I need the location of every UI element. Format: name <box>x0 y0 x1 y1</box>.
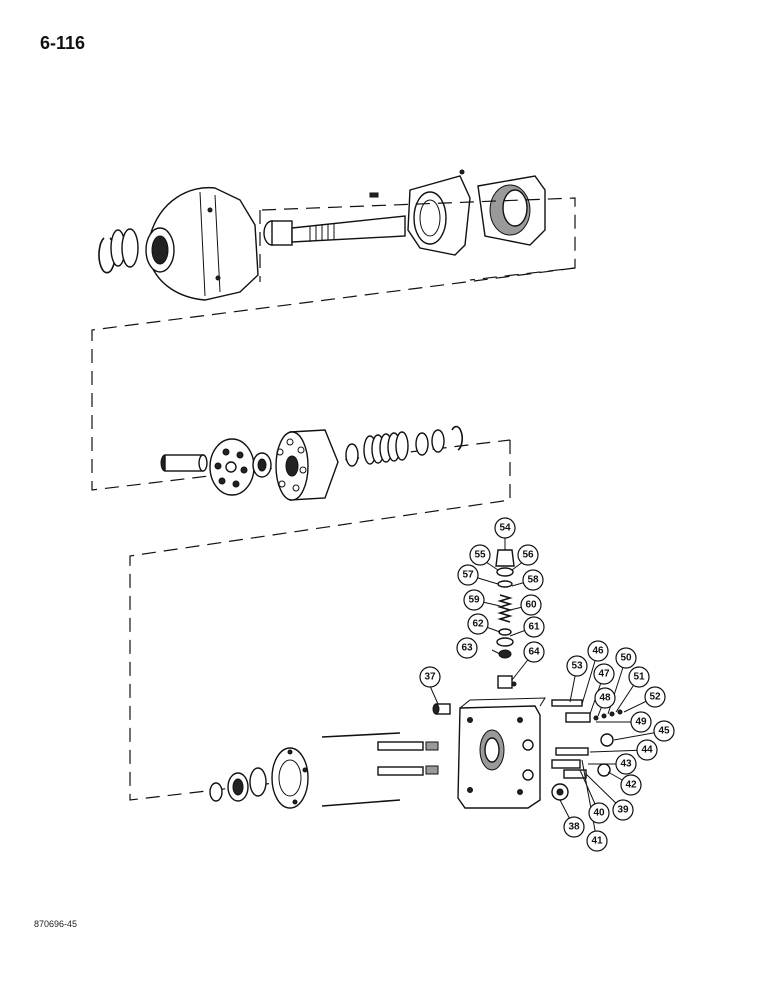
callout-58: 58 <box>522 569 544 591</box>
callout-39: 39 <box>612 799 634 821</box>
callout-62-label: 62 <box>472 619 484 630</box>
callout-50: 50 <box>615 647 637 669</box>
callout-56: 56 <box>517 544 539 566</box>
guide-pins <box>321 732 439 807</box>
callout-49-label: 49 <box>635 717 647 728</box>
cradle-bearing <box>477 175 546 246</box>
callout-40: 40 <box>588 802 610 824</box>
callout-60: 60 <box>520 594 542 616</box>
callout-58-label: 58 <box>527 575 539 586</box>
callout-53-label: 53 <box>571 661 583 672</box>
page-number: 6-116 <box>40 33 86 53</box>
washer-mid <box>345 443 359 467</box>
port-block <box>457 697 546 809</box>
callout-52: 52 <box>644 686 666 708</box>
callout-56-label: 56 <box>522 550 534 561</box>
callout-38: 38 <box>563 816 585 838</box>
top-assembly-group <box>91 169 576 491</box>
relief-valve-stack <box>495 549 517 689</box>
callout-60-label: 60 <box>525 600 537 611</box>
callout-59-label: 59 <box>468 595 480 606</box>
washer-2 <box>431 429 445 453</box>
washer-1 <box>415 432 429 456</box>
callout-54-label: 54 <box>499 523 511 534</box>
bottom-assembly-group <box>209 538 665 842</box>
callout-52-label: 52 <box>649 692 661 703</box>
callout-64: 64 <box>523 641 545 663</box>
callout-43: 43 <box>615 753 637 775</box>
callout-37: 37 <box>419 666 441 688</box>
callout-55: 55 <box>469 544 491 566</box>
swashplate <box>407 169 471 256</box>
callout-46: 46 <box>587 640 609 662</box>
callout-44-label: 44 <box>641 745 653 756</box>
cylinder-block <box>275 429 339 501</box>
callout-57-label: 57 <box>462 570 474 581</box>
callout-44: 44 <box>636 739 658 761</box>
middle-assembly-group <box>129 425 511 801</box>
plug-37 <box>432 703 451 715</box>
drawing-code: 870696-45 <box>34 919 78 929</box>
drive-shaft <box>263 192 406 246</box>
piston-pin <box>160 454 208 472</box>
callout-62: 62 <box>467 613 489 635</box>
callout-48: 48 <box>594 687 616 709</box>
callout-39-label: 39 <box>617 805 629 816</box>
connector-middle-to-bottom <box>129 440 511 801</box>
side-valves <box>551 699 623 801</box>
callout-64-label: 64 <box>528 647 540 658</box>
callout-45: 45 <box>653 720 675 742</box>
callout-55-label: 55 <box>474 550 486 561</box>
callout-61: 61 <box>523 616 545 638</box>
callout-42-label: 42 <box>625 780 637 791</box>
callout-63: 63 <box>456 637 478 659</box>
callout-53: 53 <box>566 655 588 677</box>
callout-50-label: 50 <box>620 653 632 664</box>
group-outline-top <box>259 197 576 282</box>
callout-63-label: 63 <box>461 643 473 654</box>
callout-57: 57 <box>457 564 479 586</box>
callout-54: 54 <box>494 517 516 539</box>
callout-47: 47 <box>593 663 615 685</box>
callout-45-label: 45 <box>658 726 670 737</box>
callout-43-label: 43 <box>620 759 632 770</box>
callout-37-label: 37 <box>424 672 436 683</box>
retainer-plate <box>209 438 255 496</box>
bearing-ring-top <box>121 228 139 268</box>
callout-41: 41 <box>586 830 608 852</box>
callout-46-label: 46 <box>592 646 604 657</box>
spring-stack <box>363 431 409 465</box>
connector-top-to-middle <box>91 267 576 491</box>
callout-48-label: 48 <box>599 693 611 704</box>
callout-51: 51 <box>628 666 650 688</box>
callout-42: 42 <box>620 774 642 796</box>
callout-47-label: 47 <box>598 669 610 680</box>
motor-housing <box>145 186 259 301</box>
callout-38-label: 38 <box>568 822 580 833</box>
callout-40-label: 40 <box>593 808 605 819</box>
callout-61-label: 61 <box>528 622 540 633</box>
callout-49: 49 <box>630 711 652 733</box>
callout-51-label: 51 <box>633 672 645 683</box>
spherical-bushing <box>252 452 272 478</box>
snap-ring-mid <box>451 425 463 451</box>
callout-41-label: 41 <box>591 836 603 847</box>
end-cover-bearing <box>209 747 309 809</box>
callout-59: 59 <box>463 589 485 611</box>
